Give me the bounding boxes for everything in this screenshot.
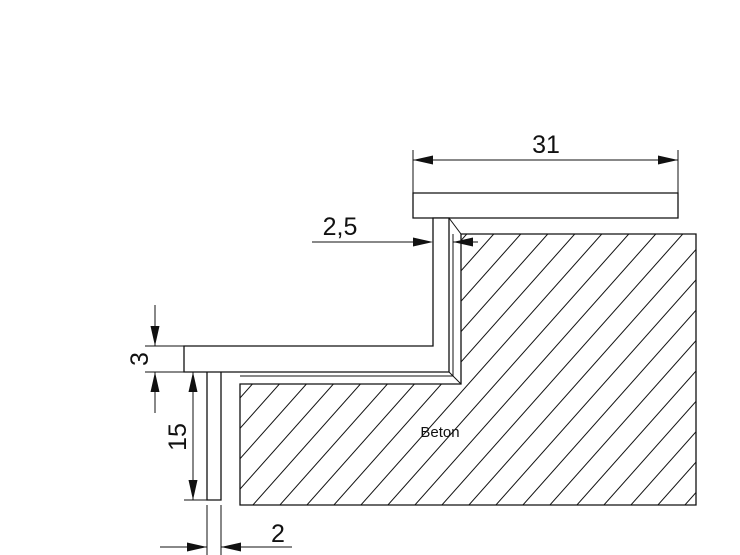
arrowhead-in-left-bottom: [187, 542, 207, 552]
hatch-line: [392, 234, 696, 505]
stair-profile: [183, 192, 679, 501]
hatch-line: [689, 234, 696, 505]
hatch-line: [240, 234, 336, 505]
dimension-text-riser-gap: 2,5: [323, 213, 358, 241]
profile-top-plate: [412, 192, 679, 219]
hatch-line: [500, 234, 696, 505]
arrowhead-bottom: [188, 480, 198, 500]
hatch-line: [581, 234, 696, 505]
arrowhead-top: [188, 372, 198, 392]
hatch-line: [240, 234, 282, 505]
arrowhead-down: [150, 326, 160, 346]
hatch-line: [717, 200, 740, 555]
dimension-text-bottom-gap: 2: [271, 520, 285, 548]
hatch-line: [608, 234, 696, 505]
arrowhead-in-right: [453, 237, 473, 247]
concrete-block: [0, 200, 740, 555]
hatch-line: [0, 200, 200, 555]
hatch-line: [240, 234, 363, 505]
hatch-line: [240, 234, 390, 505]
arrowhead-right: [658, 155, 678, 165]
arrowhead-up: [150, 372, 160, 392]
arrowhead-left: [413, 155, 433, 165]
dimension-text-top-width: 31: [532, 131, 560, 159]
hatch-line: [662, 234, 696, 505]
hatch-line: [311, 234, 633, 505]
profile-riser-and-tread: [183, 217, 450, 373]
hatch-line: [554, 234, 696, 505]
hatch-line: [365, 234, 687, 505]
dimension-lower-thickness: 3: [126, 305, 184, 413]
hatch-line: [473, 234, 696, 505]
hatch-line: [338, 234, 660, 505]
hatch-line: [419, 234, 696, 505]
profile-lower-leg: [206, 369, 222, 501]
dimension-riser-gap: 2,5: [312, 213, 478, 247]
profile-lower-inner-line: [448, 371, 462, 385]
dimension-top-width: 31: [412, 131, 679, 193]
hatch-line: [527, 234, 696, 505]
dimension-text-lower-thickness: 3: [126, 352, 154, 366]
profile-inner-step: [448, 217, 462, 235]
hatch-line: [446, 234, 696, 505]
material-label: Beton: [420, 424, 459, 441]
arrowhead-in-left: [413, 237, 433, 247]
arrowhead-in-right-bottom: [221, 542, 241, 552]
dimension-lower-height: 15: [164, 372, 207, 501]
dimension-bottom-gap: 2: [160, 505, 292, 555]
dimension-text-lower-height: 15: [164, 423, 192, 451]
concrete-hatching: [0, 200, 740, 555]
hatch-line: [635, 234, 696, 505]
